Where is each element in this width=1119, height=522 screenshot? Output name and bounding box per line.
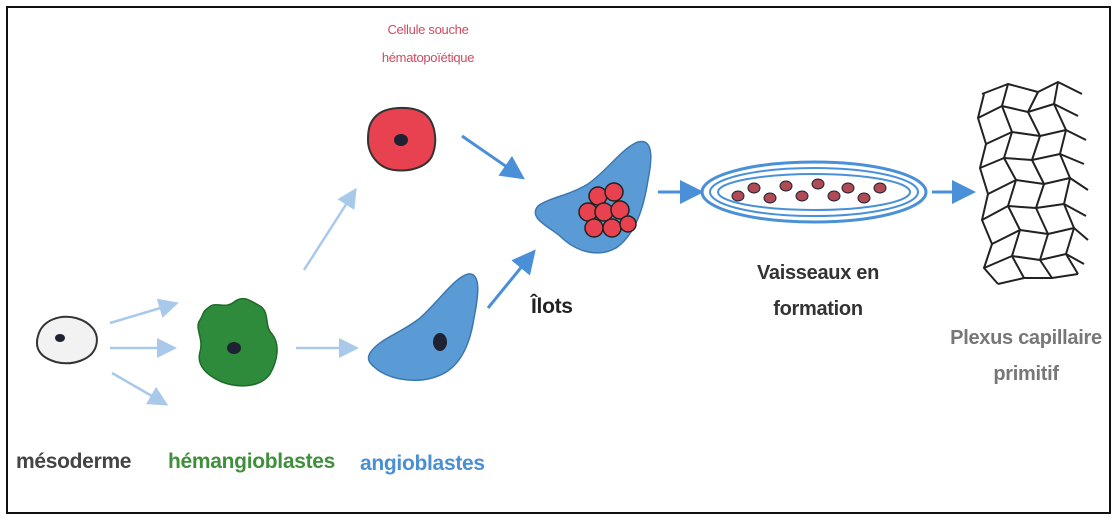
mesoderm-arrows (110, 304, 174, 403)
forming-vessels-label: Vaisseaux en formation (733, 255, 903, 327)
forming-vessel (702, 162, 926, 222)
hemangioblasts-label: hémangioblastes (168, 450, 335, 474)
mesoderm-nucleus (55, 334, 65, 342)
mesoderm-label: mésoderme (16, 450, 131, 474)
plexus-label-line-2: primitif (936, 356, 1111, 392)
hemangioblast-nucleus (227, 342, 241, 354)
hsc-label-line-1: Cellule souche (348, 16, 508, 44)
capillary-plexus (978, 82, 1088, 284)
arrow-meso-up (110, 304, 174, 323)
hematopoiesis-angiogenesis-diagram (8, 8, 1111, 514)
plexus-label-line-1: Plexus capillaire (936, 320, 1111, 356)
hemangioblast-cell (198, 299, 277, 386)
hsc-cell (368, 108, 435, 171)
capillary-plexus-label: Plexus capillaire primitif (936, 320, 1111, 392)
vessels-label-line-1: Vaisseaux en (733, 255, 903, 291)
angioblast-cell (368, 274, 477, 380)
mesoderm-cell (37, 317, 97, 363)
vessels-label-line-2: formation (733, 291, 903, 327)
arrow-angio-to-islets (488, 254, 532, 308)
islets-label: Îlots (531, 295, 573, 319)
hsc-label-line-2: hématopoïétique (348, 44, 508, 72)
angioblasts-label: angioblastes (360, 452, 485, 476)
diagram-frame: Cellule souche hématopoïétique mésoderme… (6, 6, 1111, 514)
angioblast-nucleus (433, 333, 447, 351)
arrow-hema-to-hsc (304, 192, 354, 270)
hsc-nucleus (394, 134, 408, 146)
arrow-meso-down (112, 373, 164, 403)
arrow-hsc-to-islets (462, 136, 520, 176)
hematopoietic-stem-cell-label: Cellule souche hématopoïétique (348, 16, 508, 72)
blood-islet (535, 142, 651, 253)
